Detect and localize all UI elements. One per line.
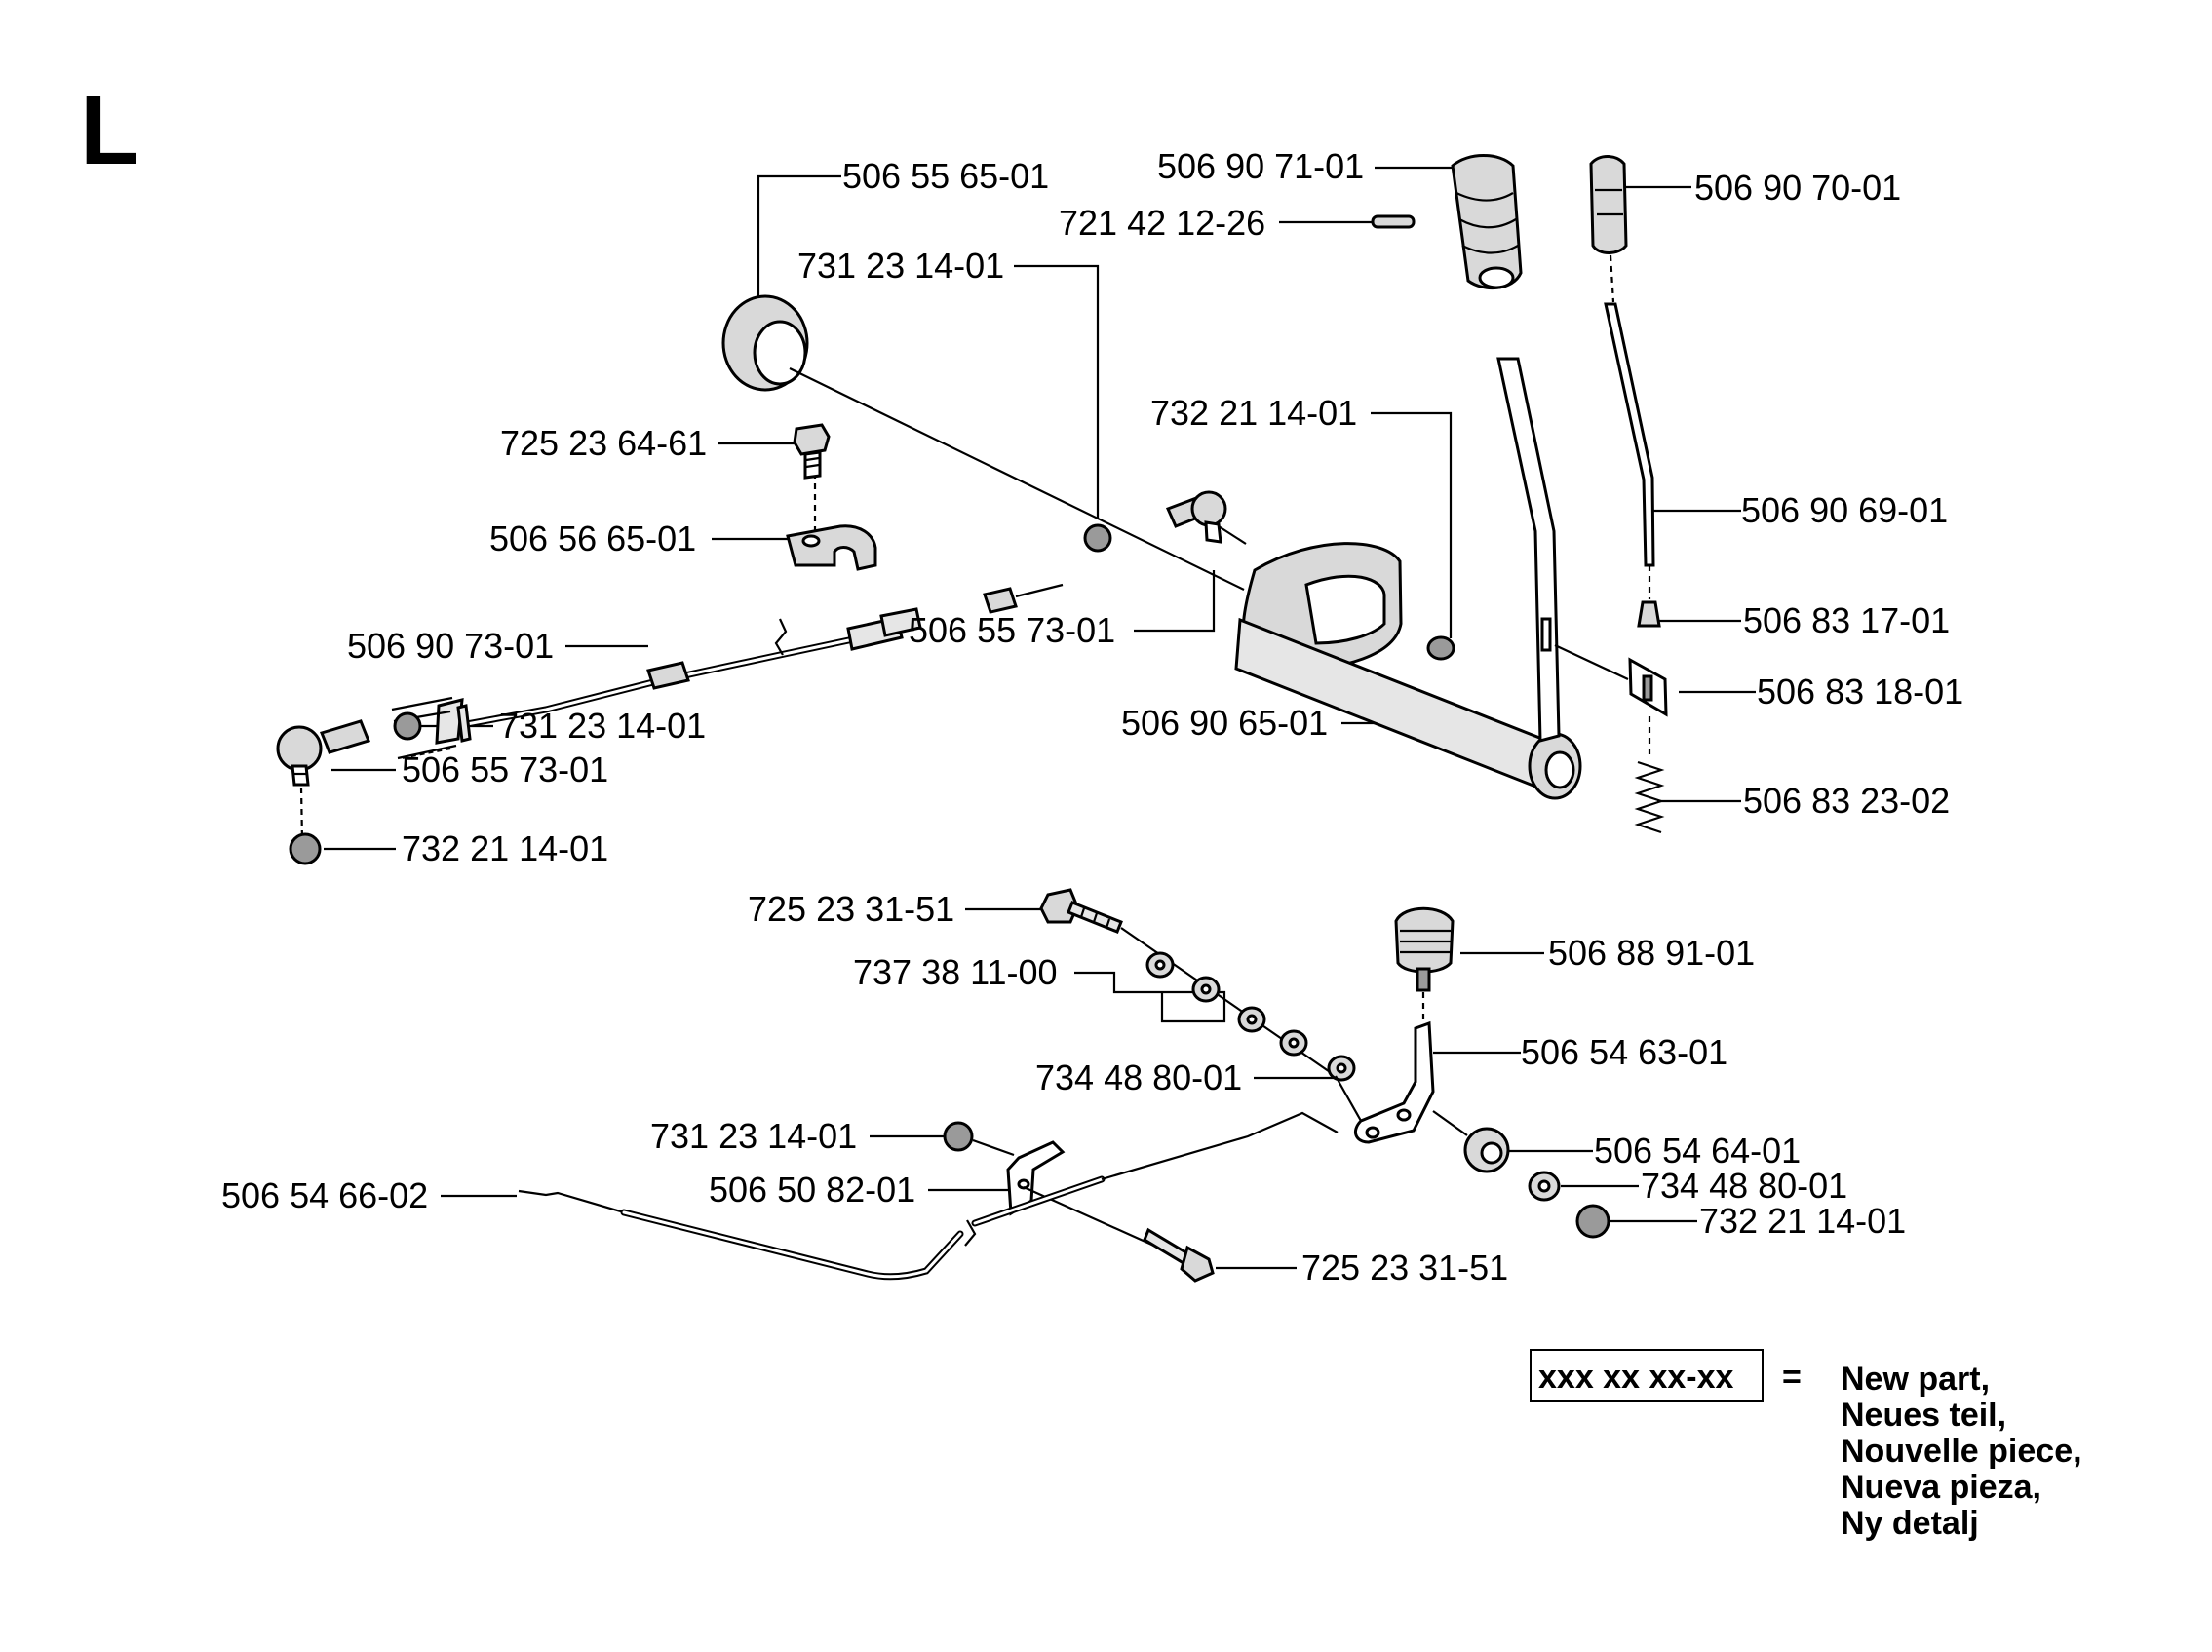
part-label: 506 90 71-01 bbox=[1157, 146, 1364, 186]
part-label: 731 23 14-01 bbox=[797, 246, 1004, 286]
part-label: 506 54 63-01 bbox=[1521, 1032, 1727, 1072]
part-label: 506 88 91-01 bbox=[1548, 933, 1755, 973]
part-label: 734 48 80-01 bbox=[1641, 1166, 1847, 1206]
part-label: 506 83 18-01 bbox=[1757, 672, 1963, 711]
part-label: 725 23 31-51 bbox=[1301, 1248, 1508, 1287]
cable-bracket-part bbox=[1006, 1140, 1066, 1216]
part-label: 734 48 80-01 bbox=[1035, 1057, 1242, 1097]
ball-joint-part bbox=[1165, 490, 1227, 544]
long-bolt-part bbox=[1039, 888, 1123, 934]
legend-line: New part, bbox=[1841, 1361, 1990, 1398]
clamp-part bbox=[786, 524, 877, 571]
part-label: 737 38 11-00 bbox=[853, 952, 1058, 992]
washer-part bbox=[1191, 976, 1221, 1003]
part-label: 732 21 14-01 bbox=[402, 828, 608, 868]
legend-line: Nouvelle piece, bbox=[1841, 1433, 2082, 1470]
part-label: 721 42 12-26 bbox=[1059, 203, 1265, 243]
axis-line-bushing bbox=[1432, 1110, 1468, 1136]
long-bolt-lower-part bbox=[1143, 1227, 1215, 1283]
part-label: 506 50 82-01 bbox=[709, 1170, 915, 1210]
bolt-part bbox=[793, 423, 831, 480]
part-label: 731 23 14-01 bbox=[650, 1116, 857, 1156]
legend: xxx xx xx-xx = New part, Neues teil, Nou… bbox=[1530, 1349, 2082, 1542]
roll-pin-part bbox=[1371, 214, 1416, 229]
bushing-lower-part bbox=[1463, 1127, 1510, 1173]
shaft-bracket-part bbox=[1234, 542, 1582, 800]
part-label: 506 90 73-01 bbox=[347, 626, 554, 666]
part-label: 506 83 17-01 bbox=[1743, 600, 1950, 640]
nut-part bbox=[1575, 1204, 1610, 1239]
bushing-part bbox=[721, 294, 809, 392]
part-labels: 506 55 65-01 506 90 71-01 721 42 12-26 5… bbox=[221, 146, 1963, 1287]
part-label: 506 56 65-01 bbox=[489, 519, 696, 558]
part-label: 506 90 70-01 bbox=[1694, 168, 1901, 208]
cap-part bbox=[1637, 600, 1661, 628]
axis-line-bracket bbox=[972, 1138, 1015, 1157]
small-knob-part bbox=[1589, 155, 1628, 254]
legend-line: Ny detalj bbox=[1841, 1505, 1979, 1542]
legend-box-text: xxx xx xx-xx bbox=[1538, 1359, 1733, 1396]
washer-part bbox=[1327, 1055, 1356, 1082]
legend-equals: = bbox=[1782, 1359, 1802, 1396]
axis-line-joint bbox=[1218, 525, 1247, 545]
part-label: 725 23 31-51 bbox=[748, 889, 954, 929]
part-label: 725 23 64-61 bbox=[500, 423, 707, 463]
part-label: 506 90 65-01 bbox=[1121, 703, 1328, 743]
part-label: 506 90 69-01 bbox=[1741, 490, 1948, 530]
ball-joint-lower-part bbox=[276, 719, 371, 787]
washer-part bbox=[1279, 1029, 1308, 1057]
lower-cable-part bbox=[518, 1111, 1339, 1281]
part-label: 506 55 73-01 bbox=[909, 610, 1115, 650]
nut-part bbox=[1083, 523, 1112, 553]
legend-line: Neues teil, bbox=[1841, 1397, 2006, 1434]
axis-dash-1 bbox=[1609, 254, 1615, 303]
part-label: 506 55 65-01 bbox=[842, 156, 1049, 196]
lever-knob-part bbox=[1451, 154, 1523, 290]
thin-rod-part bbox=[1604, 302, 1655, 567]
part-label: 732 21 14-01 bbox=[1699, 1201, 1906, 1241]
nut-part bbox=[289, 832, 322, 865]
section-letter: L bbox=[80, 76, 139, 185]
legend-line: Nueva pieza, bbox=[1841, 1469, 2041, 1506]
axis-line-lower bbox=[1120, 927, 1337, 1077]
plate-part bbox=[1628, 657, 1668, 717]
axis-line-plate bbox=[1554, 644, 1629, 680]
part-label: 732 21 14-01 bbox=[1150, 393, 1357, 433]
part-label: 506 54 66-02 bbox=[221, 1175, 428, 1215]
spring-part bbox=[1634, 760, 1665, 834]
washer-part bbox=[1528, 1171, 1561, 1202]
axis-line-arm bbox=[1335, 1075, 1362, 1122]
nut-part bbox=[393, 711, 422, 741]
pedal-knob-part bbox=[1394, 906, 1455, 992]
axis-dash-5 bbox=[299, 787, 304, 841]
part-label: 731 23 14-01 bbox=[499, 706, 706, 746]
legend-box bbox=[1530, 1349, 1764, 1402]
washer-part bbox=[1145, 951, 1175, 979]
pedal-arm-part bbox=[1353, 1020, 1435, 1144]
assembly-axis-line bbox=[789, 367, 1245, 591]
part-label: 506 55 73-01 bbox=[402, 749, 608, 789]
threaded-end bbox=[397, 744, 457, 760]
washer-part bbox=[1237, 1006, 1266, 1033]
lever-rod-part bbox=[1496, 357, 1561, 743]
part-label: 506 83 23-02 bbox=[1743, 781, 1950, 821]
cable-part bbox=[391, 583, 1064, 760]
nut-part bbox=[943, 1121, 974, 1152]
part-label: 506 54 64-01 bbox=[1594, 1131, 1801, 1171]
